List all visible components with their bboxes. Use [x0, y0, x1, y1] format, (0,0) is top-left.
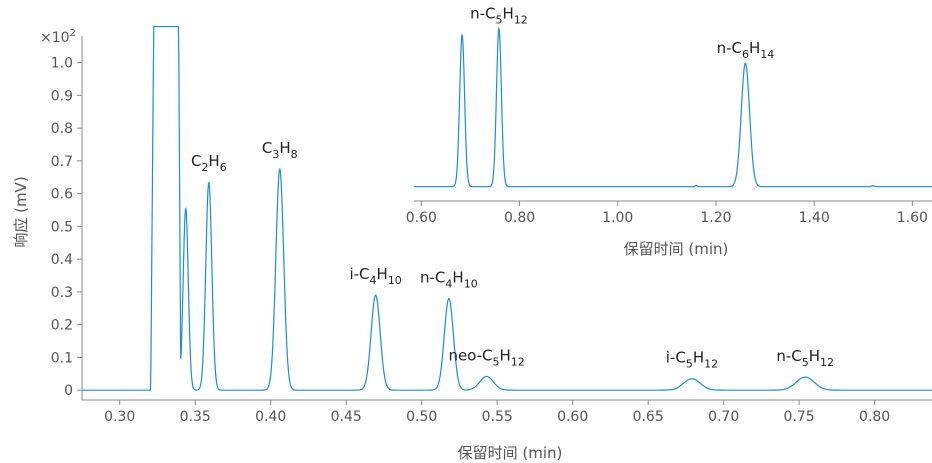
y-tick-label: 0.4 — [51, 252, 73, 268]
x-tick-label: 0.60 — [557, 409, 588, 425]
peak-label: n-C5H12 — [470, 5, 528, 27]
main-y-multiplier: ×102 — [40, 28, 76, 46]
x-tick-label: 1.40 — [799, 210, 830, 226]
peak-label: i-C4H10 — [349, 265, 401, 287]
x-tick-label: 0.80 — [504, 210, 535, 226]
x-tick-label: 0.35 — [180, 409, 211, 425]
y-tick-label: 0.7 — [51, 154, 73, 170]
y-tick-label: 0.8 — [51, 121, 73, 137]
x-tick-label: 1.20 — [700, 210, 731, 226]
x-tick-label: 0.70 — [708, 409, 739, 425]
inset-x-axis-title: 保留时间 (min) — [624, 240, 729, 258]
inset-trace — [414, 26, 932, 188]
main-y-axis-title: 响应 (mV) — [12, 176, 30, 247]
inset-peak-labels: n-C5H12 n-C6H14 — [470, 5, 774, 62]
peak-label: n-C4H10 — [420, 268, 478, 290]
y-tick-label: 0.6 — [51, 187, 73, 203]
peak-label: n-C5H12 — [776, 347, 834, 369]
peak-label: i-C5H12 — [666, 349, 718, 371]
multiplier-exponent: 2 — [70, 28, 76, 39]
main-peak-labels: C2H6 C3H8 i-C4H10 n-C4H10 neo-C5H12 i-C5H12 n-… — [191, 139, 834, 371]
x-tick-label: 1.60 — [897, 210, 928, 226]
y-tick-label: 0.2 — [51, 318, 73, 334]
peak-label: n-C6H14 — [717, 39, 775, 61]
x-tick-label: 0.45 — [331, 409, 362, 425]
x-tick-label: 0.65 — [633, 409, 664, 425]
x-tick-label: 0.80 — [859, 409, 890, 425]
x-tick-label: 1.00 — [602, 210, 633, 226]
main-axes — [81, 36, 932, 401]
y-tick-label: 1.0 — [51, 56, 73, 72]
y-tick-label: 0.5 — [51, 219, 73, 235]
y-tick-label: 0.3 — [51, 285, 73, 301]
peak-label: C2H6 — [191, 152, 227, 174]
x-tick-label: 0.55 — [482, 409, 513, 425]
x-tick-label: 0.40 — [255, 409, 286, 425]
x-tick-label: 0.75 — [784, 409, 815, 425]
y-tick-label: 0.9 — [51, 88, 73, 104]
peak-label: C3H8 — [262, 139, 298, 161]
inset-background — [414, 16, 932, 206]
x-tick-label: 0.30 — [104, 409, 135, 425]
y-tick-label: 0 — [64, 383, 73, 399]
multiplier-base: ×10 — [40, 30, 70, 46]
main-x-axis-title: 保留时间 (min) — [458, 444, 563, 462]
main-trace — [82, 25, 932, 391]
peak-label: neo-C5H12 — [448, 346, 524, 368]
y-tick-label: 0.1 — [51, 350, 73, 366]
x-tick-label: 0.60 — [406, 210, 437, 226]
x-tick-label: 0.50 — [406, 409, 437, 425]
inset-ticks: 0.60 0.80 1.00 1.20 1.40 1.60 — [406, 201, 928, 226]
